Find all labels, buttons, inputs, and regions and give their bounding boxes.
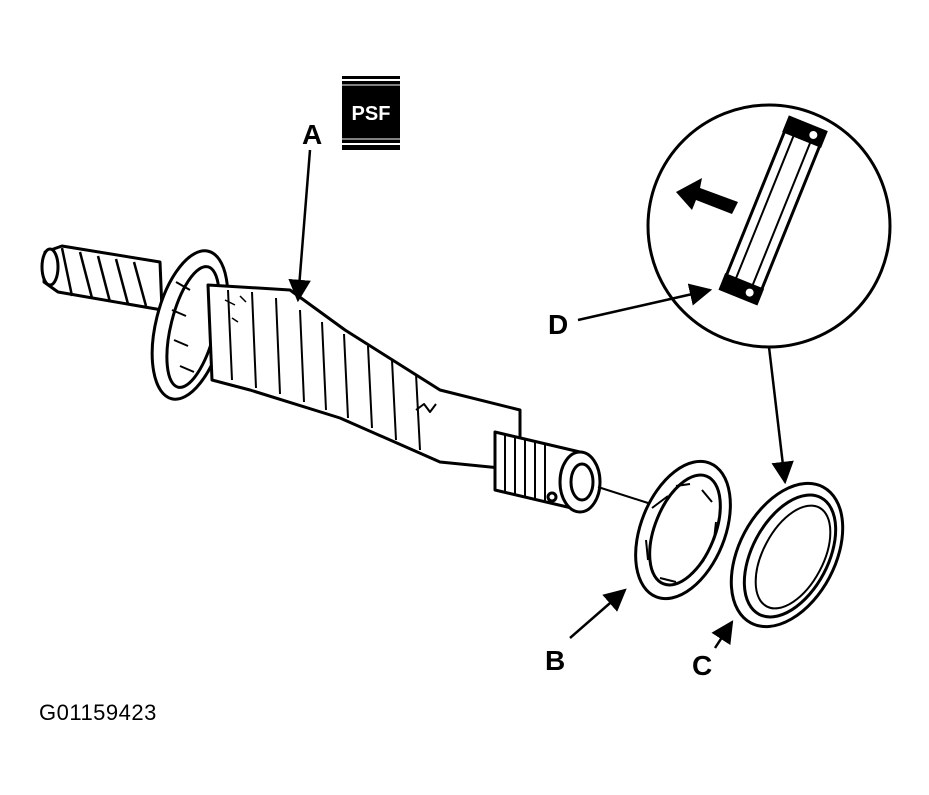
callout-a: A [302, 119, 322, 150]
install-direction-arrow-icon [676, 178, 738, 214]
axis-centerline [597, 486, 649, 504]
leader-arrow-b [569, 588, 627, 639]
seal-cross-section-detail [646, 103, 892, 349]
leader-arrow-a [288, 149, 312, 303]
callout-c: C [692, 650, 712, 681]
psf-badge-label: PSF [352, 103, 391, 125]
oil-seal-part-c [729, 481, 845, 629]
pinion-shaft-part-a [40, 244, 602, 514]
figure-id-label: G01159423 [39, 700, 157, 725]
callout-b: B [545, 645, 565, 676]
washer-part-b [634, 459, 732, 601]
leader-arrow-detail [767, 346, 794, 485]
psf-fluid-badge: PSF [342, 76, 400, 150]
leader-arrow-d [577, 283, 713, 322]
leader-arrows [288, 149, 794, 649]
leader-arrow-c [711, 620, 734, 649]
callout-d: D [548, 309, 568, 340]
